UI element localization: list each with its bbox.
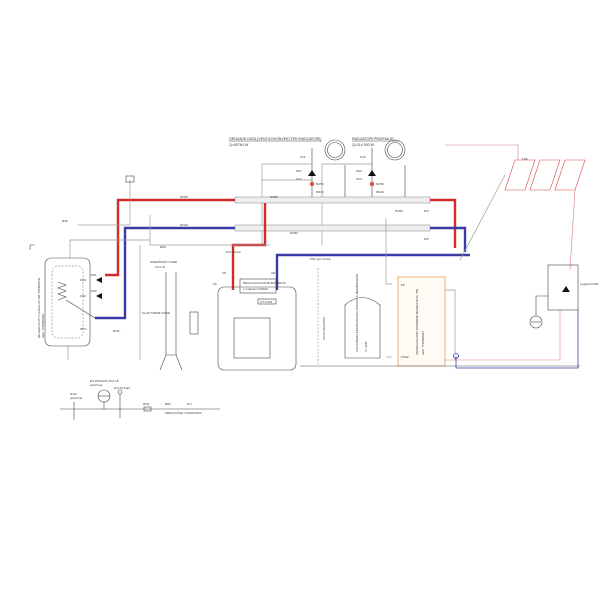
return-pipe	[430, 226, 467, 252]
valve-label: GV2	[356, 177, 362, 181]
boiler-supply-pipe	[231, 203, 267, 290]
pump-label: PH1	[296, 169, 302, 173]
upper-floor-load: Q=60784 W	[229, 143, 249, 147]
pressure-label: M 0-10 bara	[114, 386, 131, 390]
supply-pipe-label: NO50	[180, 195, 188, 199]
pressure-gauge-label: M 0-6 bara	[226, 250, 241, 254]
buffer-tank: AKUMULACIJSKI SPREMNIK BUDERUS PL 750 ta…	[385, 218, 561, 367]
controller-sub: s modulom FM443	[243, 287, 268, 291]
water-softener: OMEKŠIVAČ VODE OV-1 B ULAZ TVRDE VODE	[142, 259, 199, 371]
return-pipe-label: NO40	[180, 223, 188, 227]
pump-label: PS2	[91, 289, 97, 293]
softener-inlet-label: ULAZ TVRDE VODE	[142, 311, 170, 315]
pipe-label: Ø54	[165, 402, 171, 406]
filter-icon	[143, 406, 152, 412]
solar-panel	[504, 159, 536, 191]
sensor-label: FW1	[80, 278, 87, 282]
sensor-label: FV2	[360, 155, 366, 159]
dhw-tank-body	[44, 257, 91, 347]
pipe-label: R3/4"	[113, 329, 120, 333]
dhw-tank-label: BOJLER ZA PTV LOGALUX SM 750/5000 W	[37, 278, 41, 338]
connection-label: PRIKLJUČAK VODOVODA	[165, 410, 202, 415]
controller-box	[239, 278, 277, 294]
ground-floor-label: RADIJATORI PRIZEMLJE	[352, 137, 394, 141]
pipe-label: DN40	[376, 190, 384, 194]
supply-pipe	[430, 198, 457, 248]
softener-sub: OV-1 B	[155, 265, 165, 269]
expansion-vessel-volume: V= 200l	[364, 341, 368, 352]
valve-sub: pričvrsna	[70, 396, 83, 400]
sensor-label: FSS2	[401, 355, 409, 359]
solar-collectors: FSK Logasol KS01	[445, 144, 599, 369]
solar-panel	[554, 159, 586, 191]
boiler-unit-label: UT 3 601	[260, 300, 273, 304]
buffer-tank-label: AKUMULACIJSKI SPREMNIK BUDERUS PL 750	[415, 289, 419, 355]
solar-panel	[529, 159, 561, 191]
radiator-icon	[324, 139, 346, 161]
dhw-tank-sub: tank. 7735500295	[41, 314, 45, 338]
solar-station-box	[547, 264, 579, 311]
pump-label: PS1	[91, 273, 97, 277]
boiler-body	[217, 286, 297, 371]
boiler-return-pipe	[275, 253, 470, 290]
upper-floor-circuit: GRIJANJE KATA (VENTILOKONVEKTORI+RADIJAT…	[229, 137, 346, 245]
vessel-label: ES POSUDA 18 & 18	[90, 379, 119, 383]
pump-icon	[308, 170, 316, 176]
pc-label: P.C.	[187, 402, 193, 406]
buffer-tank-sub: tank. 7735500297	[421, 331, 425, 355]
safety-valve-label: PSV pre 3 bara	[310, 257, 331, 261]
valve-label: GV1	[296, 177, 302, 181]
return-pipe	[95, 226, 235, 320]
valve-label: VS	[222, 271, 226, 275]
pipe-size-label: 5/4"	[424, 237, 429, 241]
expansion-vessel-label: ZATVORENA EKSPANZIJSKA POSUDA S MEMBRANO…	[355, 274, 359, 352]
ground-floor-circuit: RADIJATORI PRIZEMLJE Q=114 000 W PH2 GV2…	[321, 137, 406, 245]
pump-icon	[96, 293, 102, 299]
valve-label: VR	[271, 271, 276, 275]
valve-icon	[309, 181, 315, 187]
solar-sensor-label: FSK	[522, 157, 528, 161]
expansion-vessel: ZATVORENA EKSPANZIJSKA POSUDA S MEMBRANO…	[344, 274, 381, 359]
pump-label: PH2	[356, 169, 362, 173]
return-label: NO50	[376, 182, 384, 186]
supply-manifold	[234, 196, 431, 204]
water-supply-connection: R1/2" pričvrsna ES POSUDA 18 & 18 pričvr…	[60, 379, 220, 420]
boiler: REGULACIJA RC35 BUDERUS s modulom FM443 …	[213, 250, 331, 371]
vessel-sub: pričvrsna	[90, 383, 103, 387]
controller-label: REGULACIJA RC35 BUDERUS	[243, 281, 286, 285]
sensor-label: FSK	[80, 294, 86, 298]
pipe-label: Ø15	[62, 219, 68, 223]
ground-floor-load: Q=114 000 W	[352, 143, 375, 147]
return-label: NO50	[316, 182, 324, 186]
supply-pipe	[105, 198, 235, 277]
expansion-vessel-body	[344, 297, 381, 359]
pump-icon	[562, 286, 570, 292]
drain-label: IZLAZ SKLOPKA	[322, 317, 326, 340]
pipe-label: NO50	[395, 209, 403, 213]
pump-icon	[96, 277, 102, 283]
solar-station-label: Logasol KS01	[580, 282, 599, 286]
sensor-label: FP	[401, 283, 405, 287]
pump-icon	[368, 170, 376, 176]
filter-label: R3/4	[143, 402, 150, 406]
supply-pipe-label: NO50	[270, 195, 278, 199]
supply-pipe-label: NO50	[290, 231, 298, 235]
buffer-tank-body	[397, 276, 446, 367]
sensor-label: FV1	[300, 155, 306, 159]
sensor-label: FK	[213, 282, 217, 286]
pipe-size-label: 5/4"	[424, 209, 429, 213]
main-pipes: NO50 NO40 NO50 NO50 NO50 5/4" 5/4" Ø25 Ø…	[62, 175, 470, 360]
valve-icon	[369, 181, 375, 187]
pipe-label: DN40	[316, 190, 324, 194]
dhw-tank: BOJLER ZA PTV LOGALUX SM 750/5000 W tank…	[29, 244, 120, 360]
upper-floor-label: GRIJANJE KATA (VENTILOKONVEKTORI+RADIJAT…	[229, 137, 321, 141]
pressure-gauge-icon	[117, 389, 123, 395]
radiator-icon	[384, 139, 406, 161]
softener-label: OMEKŠIVAČ VODE	[150, 259, 177, 264]
temp-label: 30°C	[80, 327, 88, 331]
pipe-label: Ø25	[160, 245, 166, 249]
valve-label: R1/2"	[70, 392, 77, 396]
